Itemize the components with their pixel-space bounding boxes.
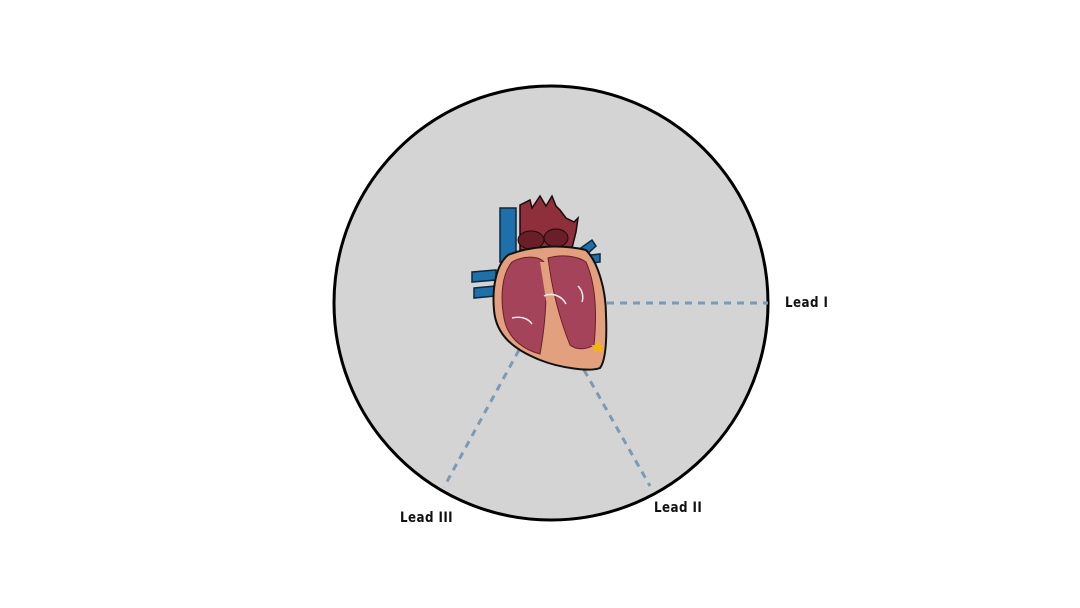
lead-ii-label: Lead II [654,500,703,516]
heart-icon [471,194,608,371]
lead-ii-line [582,369,652,487]
lead-iii-line [442,349,521,488]
lead-iii-label: Lead III [400,510,454,526]
star-marker-icon [591,340,605,353]
lead-i-label: Lead I [785,295,829,311]
